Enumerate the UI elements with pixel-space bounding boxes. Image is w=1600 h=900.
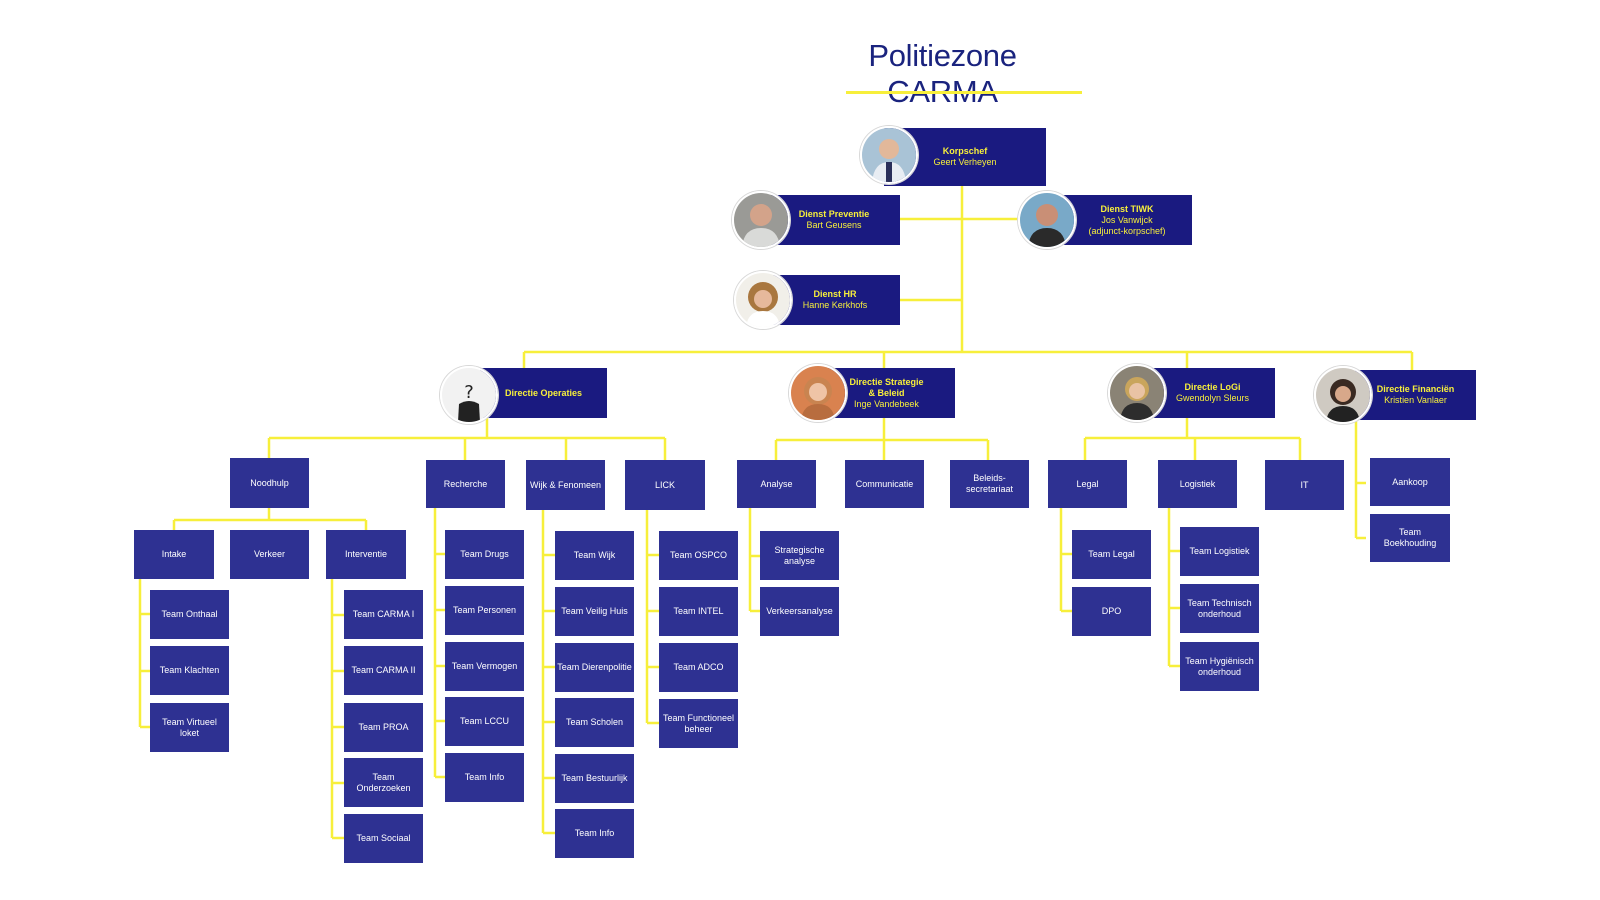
- preventie-name: Bart Geusens: [806, 220, 862, 230]
- tiwk-name: Jos Vanwijck: [1101, 214, 1153, 225]
- team-veilig-huis: Team Veilig Huis: [555, 587, 634, 636]
- team-technisch-onderhoud: Team Technisch onderhoud: [1180, 584, 1259, 633]
- korpschef-photo: [860, 126, 918, 184]
- preventie-photo: [732, 191, 790, 249]
- unit-analyse: Analyse: [737, 460, 816, 508]
- unit-logistiek: Logistiek: [1158, 460, 1237, 508]
- hr-photo: [734, 271, 792, 329]
- team-scholen: Team Scholen: [555, 698, 634, 747]
- financien-name: Kristien Vanlaer: [1384, 395, 1447, 405]
- team-dierenpolitie: Team Dierenpolitie: [555, 643, 634, 692]
- financien-photo: [1314, 366, 1372, 424]
- team-carma-2: Team CARMA II: [344, 646, 423, 695]
- team-wijk: Team Wijk: [555, 531, 634, 580]
- team-onthaal: Team Onthaal: [150, 590, 229, 639]
- team-hygienisch-onderhoud: Team Hygiënisch onderhoud: [1180, 642, 1259, 691]
- unit-it: IT: [1265, 460, 1344, 510]
- team-virtueel-loket: Team Virtueel loket: [150, 703, 229, 752]
- team-strategische-analyse: Strategische analyse: [760, 531, 839, 580]
- team-onderzoeken: Team Onderzoeken: [344, 758, 423, 807]
- strategie-role-1: Directie Strategie: [849, 376, 924, 387]
- team-logistiek: Team Logistiek: [1180, 527, 1259, 576]
- unit-aankoop: Aankoop: [1370, 458, 1450, 506]
- unit-wijk-fenomeen: Wijk & Fenomeen: [526, 460, 605, 510]
- strategie-role-2: & Beleid: [868, 387, 905, 398]
- team-functioneel-beheer: Team Functioneel beheer: [659, 699, 738, 748]
- tiwk-box: Dienst TIWK Jos Vanwijck (adjunct-korpsc…: [1062, 195, 1192, 245]
- unit-lick: LICK: [625, 460, 705, 510]
- team-adco: Team ADCO: [659, 643, 738, 692]
- unit-communicatie: Communicatie: [845, 460, 924, 508]
- team-lccu: Team LCCU: [445, 697, 524, 746]
- team-carma-1: Team CARMA I: [344, 590, 423, 639]
- tiwk-role: Dienst TIWK: [1100, 203, 1154, 214]
- svg-text:?: ?: [464, 382, 474, 403]
- team-proa: Team PROA: [344, 703, 423, 752]
- operaties-role: Directie Operaties: [504, 387, 583, 398]
- team-ospco: Team OSPCO: [659, 531, 738, 580]
- strategie-photo: [789, 364, 847, 422]
- unit-team-boekhouding: Team Boekhouding: [1370, 514, 1450, 562]
- unit-recherche: Recherche: [426, 460, 505, 508]
- logi-role: Directie LoGi: [1184, 382, 1241, 392]
- team-info-wijk: Team Info: [555, 809, 634, 858]
- preventie-box: Dienst Preventie Bart Geusens: [768, 195, 900, 245]
- team-personen: Team Personen: [445, 586, 524, 635]
- logi-name: Gwendolyn Sleurs: [1175, 393, 1250, 403]
- financien-box: Directie Financiën Kristien Vanlaer: [1355, 370, 1476, 420]
- team-drugs: Team Drugs: [445, 530, 524, 579]
- operaties-box: Directie Operaties: [480, 368, 607, 418]
- logi-photo: [1108, 364, 1166, 422]
- hr-role: Dienst HR: [813, 289, 857, 299]
- team-bestuurlijk: Team Bestuurlijk: [555, 754, 634, 803]
- team-sociaal: Team Sociaal: [344, 814, 423, 863]
- unit-legal: Legal: [1048, 460, 1127, 508]
- unit-beleids-secretariaat: Beleids-secretariaat: [950, 460, 1029, 508]
- question-mark-placeholder-icon: ?: [440, 366, 498, 424]
- tiwk-photo: [1018, 191, 1076, 249]
- team-vermogen: Team Vermogen: [445, 642, 524, 691]
- team-legal: Team Legal: [1072, 530, 1151, 579]
- strategie-name: Inge Vandebeek: [854, 398, 919, 409]
- unit-verkeer: Verkeer: [230, 530, 309, 579]
- logi-box: Directie LoGi Gwendolyn Sleurs: [1150, 368, 1275, 418]
- team-verkeersanalyse: Verkeersanalyse: [760, 587, 839, 636]
- preventie-role: Dienst Preventie: [798, 209, 870, 219]
- korpschef-name: Geert Verheyen: [933, 157, 997, 167]
- unit-noodhulp: Noodhulp: [230, 458, 309, 508]
- korpschef-role: Korpschef: [942, 146, 988, 156]
- financien-role: Directie Financiën: [1376, 384, 1455, 394]
- title-underline: [846, 91, 1082, 94]
- team-intel: Team INTEL: [659, 587, 738, 636]
- unit-interventie: Interventie: [326, 530, 406, 579]
- tiwk-extra: (adjunct-korpschef): [1088, 225, 1166, 236]
- hr-name: Hanne Kerkhofs: [802, 300, 868, 310]
- unit-intake: Intake: [134, 530, 214, 579]
- team-dpo: DPO: [1072, 587, 1151, 636]
- team-klachten: Team Klachten: [150, 646, 229, 695]
- team-info-recherche: Team Info: [445, 753, 524, 802]
